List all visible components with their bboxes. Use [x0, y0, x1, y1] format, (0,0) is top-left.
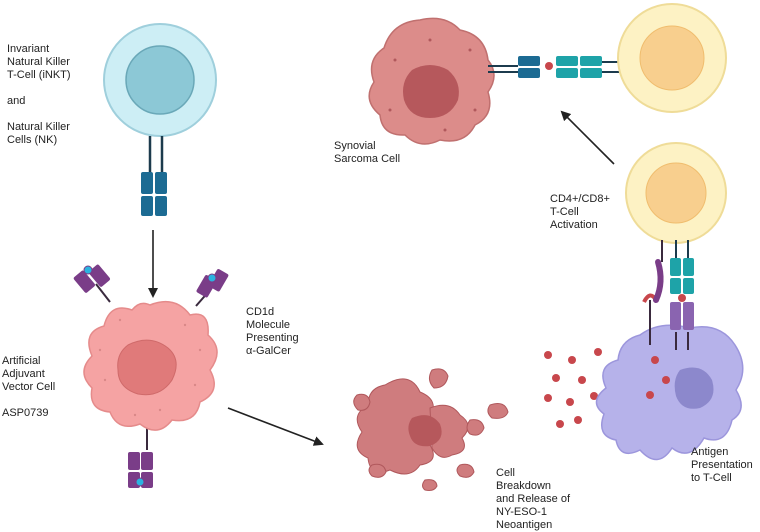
fragment-nucleus: [408, 415, 442, 447]
effector-t-cell: [617, 3, 727, 113]
cell-breakdown-fragments: [353, 368, 509, 491]
label-vector-cell: Artificial Adjuvant Vector Cell ASP0739: [2, 355, 56, 419]
t-cell-receptor: [653, 240, 694, 303]
immune-synapse: [488, 56, 628, 78]
arrow-activation-to-sarcoma: [560, 110, 615, 165]
antigen-presenting-cell: [595, 324, 744, 461]
activated-t-cell: [625, 142, 727, 244]
ny-eso-1-antigen-particles: [544, 348, 612, 428]
label-synovial-sarcoma: Synovial Sarcoma Cell: [334, 140, 401, 165]
arrow-vector-to-breakdown: [227, 407, 324, 446]
cd1d-molecule: [128, 420, 153, 488]
cd1d-molecule: [195, 269, 229, 307]
label-inkt-nk: Invariant Natural Killer T-Cell (iNKT) a…: [7, 43, 71, 146]
inkt-nk-cell: [103, 23, 217, 137]
synovial-sarcoma-cell: [368, 17, 495, 145]
label-cd1d: CD1d Molecule Presenting α-GalCer: [246, 306, 299, 357]
label-t-cell-activation: CD4+/CD8+ T-Cell Activation: [550, 193, 610, 231]
mhc-molecule: [642, 293, 694, 350]
label-cell-breakdown: Cell Breakdown and Release of NY-ESO-1 N…: [496, 467, 570, 531]
cd1d-molecule: [73, 264, 111, 303]
nk-receptor: [141, 136, 167, 216]
artificial-adjuvant-vector-cell: [83, 300, 218, 431]
label-antigen-presentation: Antigen Presentation to T-Cell: [691, 446, 753, 484]
